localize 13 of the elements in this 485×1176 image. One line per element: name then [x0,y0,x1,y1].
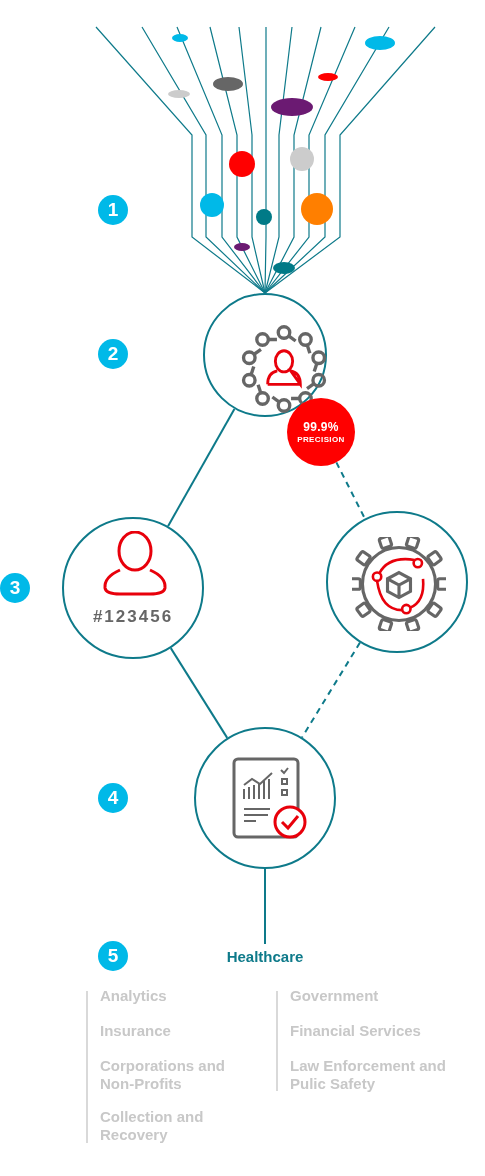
step-number-badge: 1 [98,195,128,225]
connector-line [169,647,229,739]
dashed-connector [301,641,361,739]
step-number-badge: 3 [0,573,30,603]
id-number: #123456 [91,606,175,628]
dashed-connector [335,461,366,520]
precision-badge: 99.9% PRECISION [287,398,355,466]
step-number-badge: 2 [98,339,128,369]
connector-line [264,868,266,945]
step-number-badge: 5 [98,941,128,971]
step-number-badge: 4 [98,783,128,813]
sector-heading: Healthcare [220,944,310,970]
connector-line [167,407,236,528]
